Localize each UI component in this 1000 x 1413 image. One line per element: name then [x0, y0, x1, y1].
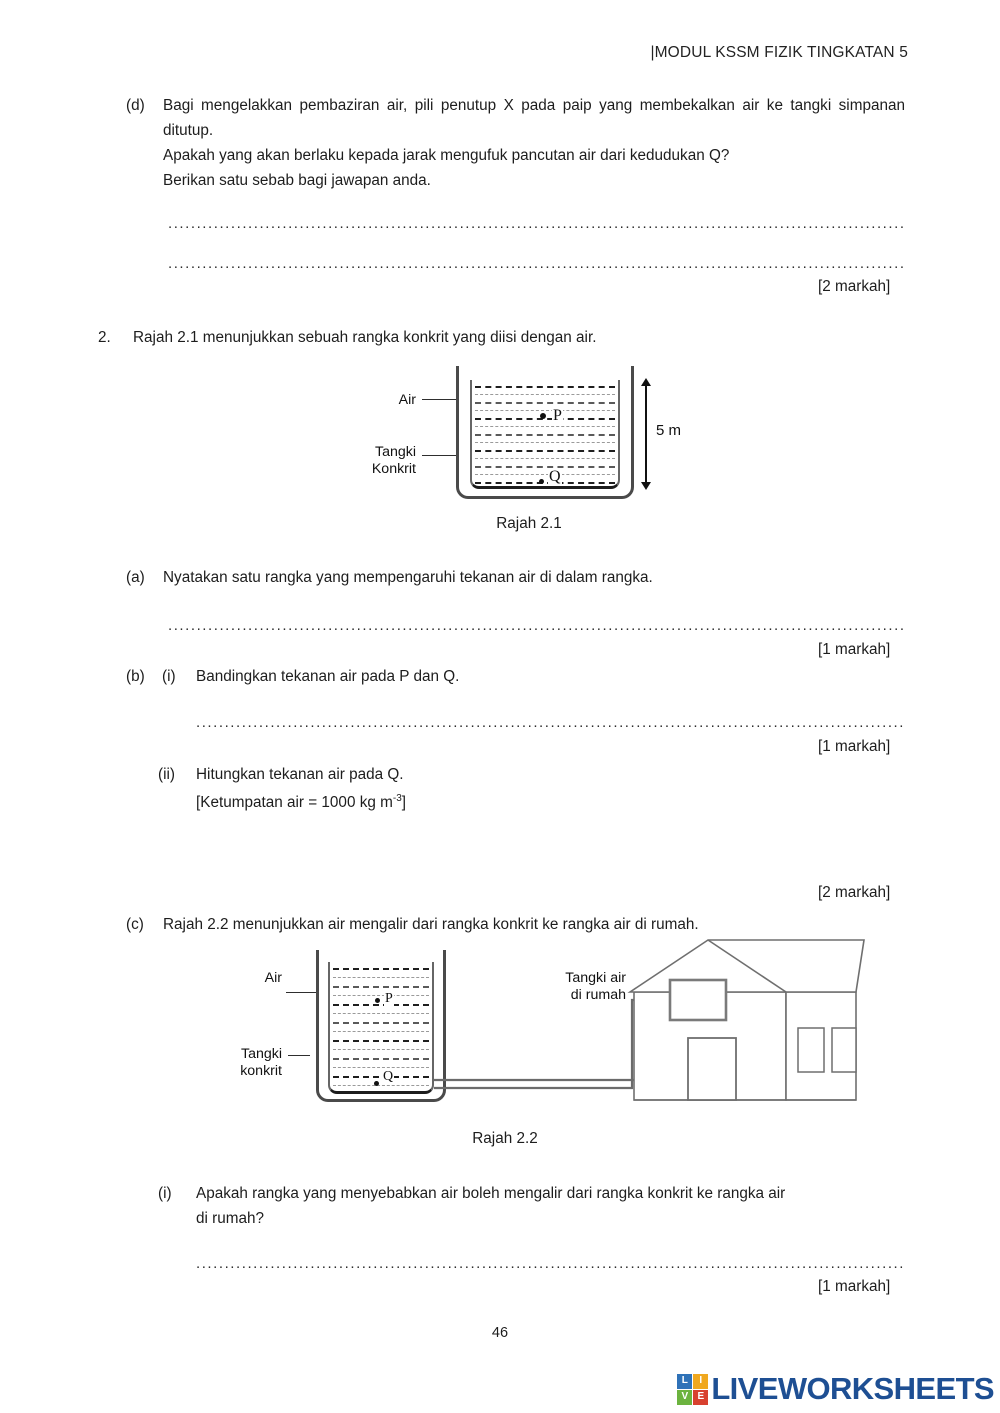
figure-2-1-label-tangki-line1: Tangki: [374, 444, 416, 460]
answer-line-d-2[interactable]: [168, 255, 906, 273]
answer-line-2b-i[interactable]: [196, 714, 906, 732]
question-2a-text: Nyatakan satu rangka yang mempengaruhi t…: [163, 569, 653, 586]
question-2a-marker: (a): [126, 569, 145, 586]
figure-2-1-label-tangki-line2: Konkrit: [371, 461, 416, 477]
answer-line-2c-i[interactable]: [196, 1255, 906, 1273]
figure-2-1-leader-air: [422, 399, 482, 400]
liveworksheets-logo[interactable]: L I V E LIVEWORKSHEETS: [677, 1371, 995, 1407]
figure-2-2-house-door: [687, 1037, 737, 1101]
question-2b-i-text: Bandingkan tekanan air pada P dan Q.: [196, 668, 460, 685]
page-header-title: |MODUL KSSM FIZIK TINGKATAN 5: [650, 44, 908, 61]
figure-2-2-label-tangki-line2: konkrit: [240, 1063, 282, 1079]
marks-d: [2 markah]: [818, 278, 891, 295]
question-2c-i-line2: di rumah?: [196, 1210, 265, 1227]
figure-2-2-label-house-tank-line2: di rumah: [570, 987, 626, 1003]
question-2b-ii-text: Hitungkan tekanan air pada Q.: [196, 766, 404, 783]
figure-2-2-caption: Rajah 2.2: [472, 1130, 538, 1147]
figure-2-1-point-p-label: P: [552, 407, 563, 424]
question-2c-text: Rajah 2.2 menunjukkan air mengalir dari …: [163, 916, 699, 933]
question-d-line3: Berikan satu sebab bagi jawapan anda.: [163, 172, 431, 189]
logo-tile-v: V: [677, 1389, 693, 1405]
figure-2-1-water-cavity: P Q: [470, 380, 620, 489]
figure-2-1: Air Tangki Konkrit: [372, 360, 681, 510]
liveworksheets-logo-tiles: L I V E: [677, 1373, 709, 1405]
figure-2-1-caption: Rajah 2.1: [496, 515, 562, 532]
answer-line-2a[interactable]: [168, 617, 906, 635]
question-2b-i-marker: (i): [162, 668, 176, 685]
figure-2-1-concrete-shell: [456, 366, 634, 499]
logo-tile-i: I: [693, 1373, 709, 1389]
figure-2-2-label-air: Air: [264, 970, 282, 986]
figure-2-2-house-window-right: [831, 1027, 857, 1073]
figure-2-1-dimension-arrow-top: [641, 378, 651, 386]
figure-2-2-label-tangki-line1: Tangki: [240, 1046, 282, 1062]
figure-2-2: Air Tangki konkrit Tangki air di rumah: [236, 930, 866, 1130]
figure-2-2-water-cavity: P Q: [328, 962, 434, 1094]
answer-line-d-1[interactable]: [168, 215, 906, 233]
marks-2a: [1 markah]: [818, 641, 891, 658]
question-2c-i-marker: (i): [158, 1185, 172, 1202]
marks-2b-i: [1 markah]: [818, 738, 891, 755]
figure-2-2-point-p-label: P: [384, 991, 394, 1006]
question-2b-ii-note-superscript: -3: [392, 793, 402, 804]
marks-2c-i: [1 markah]: [818, 1278, 891, 1295]
question-d-line1: Bagi mengelakkan pembaziran air, pili pe…: [163, 97, 905, 139]
figure-2-2-house-roof: [627, 939, 865, 993]
question-2b-marker: (b): [126, 668, 145, 685]
figure-2-2-point-p-dot: [375, 998, 380, 1003]
figure-2-2-leader-air: [286, 992, 330, 993]
figure-2-2-water-hatching: [332, 966, 430, 1089]
question-2-number: 2.: [98, 329, 111, 346]
question-2b-ii-note: [Ketumpatan air = 1000 kg m-3]: [196, 786, 896, 815]
logo-tile-l: L: [677, 1373, 693, 1389]
liveworksheets-wordmark: LIVEWORKSHEETS: [711, 1371, 994, 1406]
figure-2-1-point-q-label: Q: [548, 468, 562, 485]
figure-2-2-house-drawing: [434, 939, 865, 1101]
figure-2-1-dimension-label: 5 m: [656, 422, 682, 439]
figure-2-1-leader-tangki: [422, 455, 458, 456]
figure-2-1-point-q-dot: [539, 479, 544, 484]
figure-2-1-point-p-dot: [540, 413, 546, 419]
figure-2-1-dimension-arrow-bottom: [641, 482, 651, 490]
figure-2-2-point-q-label: Q: [382, 1069, 395, 1084]
question-2b-ii-note-pre: [Ketumpatan air = 1000 kg m: [196, 794, 393, 812]
figure-2-2-point-q-dot: [374, 1081, 379, 1086]
figure-2-1-water-hatching: [474, 384, 616, 484]
figure-2-2-house-window-left: [797, 1027, 825, 1073]
question-d-marker: (d): [126, 97, 145, 114]
question-2b-ii-marker: (ii): [158, 766, 175, 783]
figure-2-1-label-air: Air: [398, 392, 416, 408]
page-number: 46: [491, 1325, 509, 1341]
logo-tile-e: E: [693, 1389, 709, 1405]
figure-2-2-leader-tangki: [288, 1055, 310, 1056]
question-2c-i-line1: Apakah rangka yang menyebabkan air boleh…: [196, 1185, 786, 1202]
marks-2b-ii: [2 markah]: [818, 884, 891, 901]
question-d-line2: Apakah yang akan berlaku kepada jarak me…: [163, 147, 730, 164]
question-2c-marker: (c): [126, 916, 144, 933]
figure-2-1-dimension-line: [645, 384, 647, 484]
figure-2-2-house-water-tank: [668, 978, 728, 1022]
figure-2-2-label-house-tank-line1: Tangki air: [565, 970, 626, 986]
question-2b-ii-note-post: ]: [401, 794, 407, 812]
question-2-stem: Rajah 2.1 menunjukkan sebuah rangka konk…: [133, 329, 597, 346]
